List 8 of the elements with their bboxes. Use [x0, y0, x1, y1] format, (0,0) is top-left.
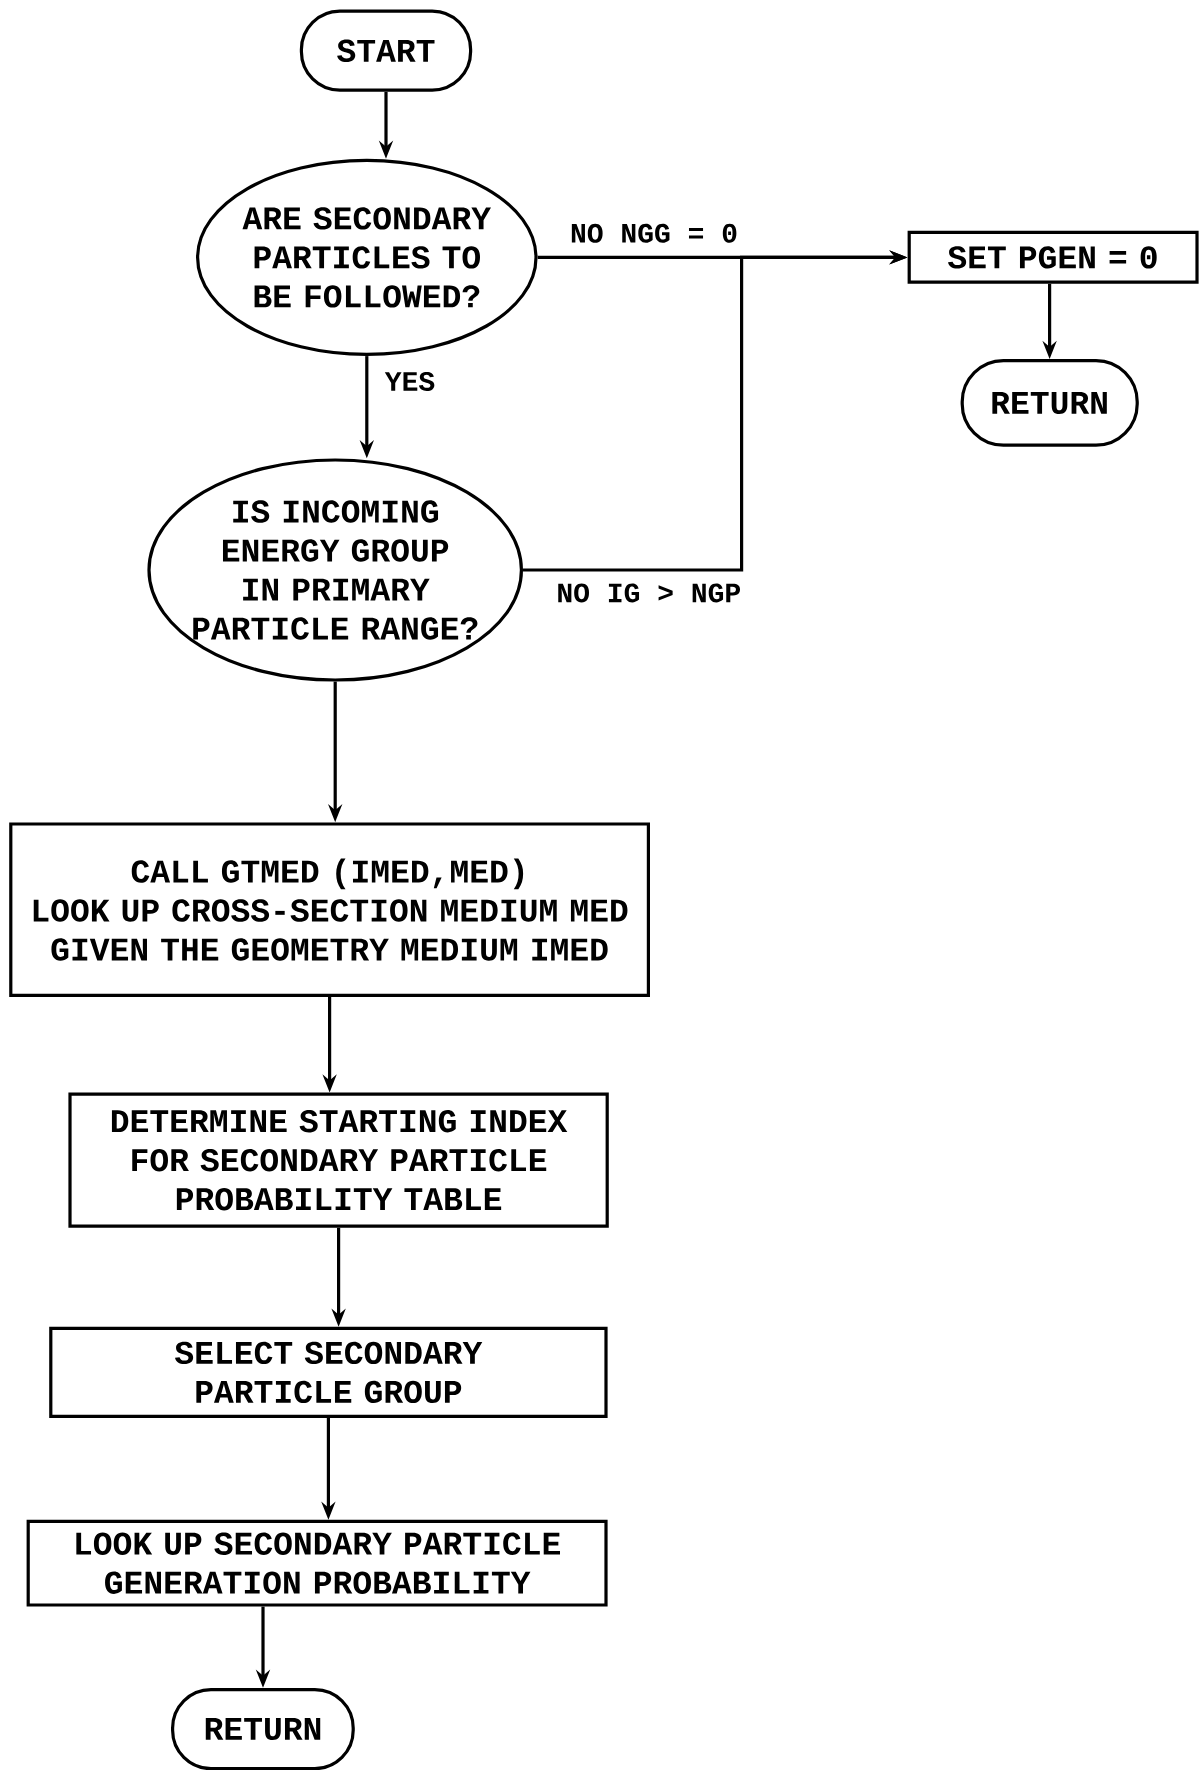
process-box: CALL GTMED (IMED,MED) LOOK UP CROSS-SECTION MEDIUM MED GIVEN THE GEOMETRY MEDIUM IMED: [9, 822, 650, 997]
process-box: LOOK UP SECONDARY PARTICLE GENERATION PROBABILITY: [26, 1519, 608, 1607]
process-box: SELECT SECONDARY PARTICLE GROUP: [49, 1326, 608, 1418]
edge-label: NO NGG = 0: [571, 223, 737, 243]
process-box: SET PGEN = 0: [907, 230, 1199, 284]
edge-label: NO IG > NGP: [558, 583, 740, 603]
process-box: DETERMINE STARTING INDEX FOR SECONDARY PARTICLE PROBABILITY TABLE: [68, 1092, 609, 1228]
edge-label: YES: [384, 371, 435, 391]
